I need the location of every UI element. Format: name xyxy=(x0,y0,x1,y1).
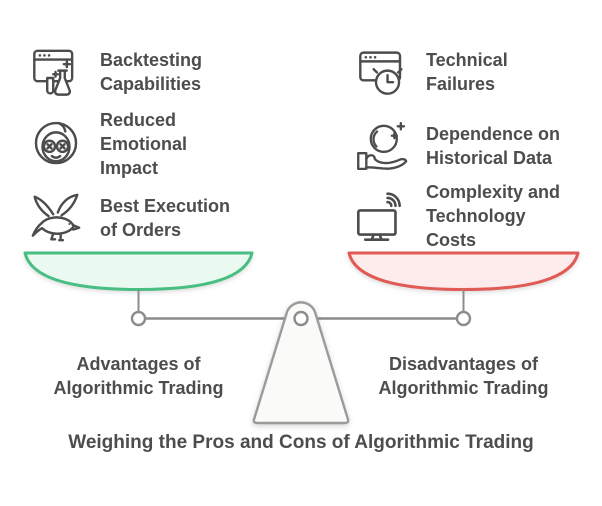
hand-sphere-icon xyxy=(356,118,408,174)
disadvantage-item-label: Dependence on Historical Data xyxy=(426,122,560,170)
item-line: of Orders xyxy=(100,220,182,240)
advantage-item-execution: Best Execution of Orders xyxy=(30,190,230,246)
item-line: Impact xyxy=(100,158,159,178)
item-line: Capabilities xyxy=(100,74,202,94)
advantage-item-label: Reduced Emotional Impact xyxy=(100,108,187,180)
disadvantages-pan xyxy=(347,251,580,291)
disadvantage-item-complexity: Complexity and Technology Costs xyxy=(356,180,560,252)
item-line: Technical xyxy=(426,50,508,70)
item-line: Failures xyxy=(426,74,496,94)
disadvantage-item-historical: Dependence on Historical Data xyxy=(356,118,560,174)
item-line: Dependence on xyxy=(426,124,561,144)
advantages-pan xyxy=(23,251,254,291)
advantage-item-label: Backtesting Capabilities xyxy=(100,48,202,96)
fulcrum-hole xyxy=(293,310,309,327)
disadvantage-item-label: Complexity and Technology Costs xyxy=(426,180,560,252)
fulcrum xyxy=(252,301,350,425)
monitor-wifi-icon xyxy=(356,188,408,244)
disadvantages-heading: Disadvantages of Algorithmic Trading xyxy=(343,352,584,400)
alarm-window-icon xyxy=(356,44,408,100)
heading-line: Disadvantages of xyxy=(388,354,539,374)
advantage-item-backtesting: Backtesting Capabilities xyxy=(30,44,202,100)
disadvantage-item-label: Technical Failures xyxy=(426,48,508,96)
item-line: Emotional xyxy=(100,134,188,154)
advantages-heading: Advantages of Algorithmic Trading xyxy=(18,352,259,400)
item-line: Historical Data xyxy=(426,148,553,168)
item-line: Technology xyxy=(426,206,526,226)
item-line: Best Execution xyxy=(100,196,231,216)
advantage-item-emotion: Reduced Emotional Impact xyxy=(30,108,187,180)
diagram-title: Weighing the Pros and Cons of Algorithmi… xyxy=(68,432,534,453)
bird-icon xyxy=(30,190,82,246)
heading-line: Advantages of xyxy=(76,354,201,374)
advantage-item-label: Best Execution of Orders xyxy=(100,194,230,242)
left-pivot-circle xyxy=(130,310,147,327)
item-line: Backtesting xyxy=(100,50,203,70)
experiment-window-icon xyxy=(30,44,82,100)
heading-line: Algorithmic Trading xyxy=(378,378,549,398)
item-line: Reduced xyxy=(100,110,177,130)
disadvantage-item-failures: Technical Failures xyxy=(356,44,508,100)
item-line: Complexity and xyxy=(426,182,561,202)
item-line: Costs xyxy=(426,230,477,250)
right-pivot-circle xyxy=(455,310,472,327)
heading-line: Algorithmic Trading xyxy=(53,378,224,398)
spa-mask-face-icon xyxy=(30,116,82,172)
